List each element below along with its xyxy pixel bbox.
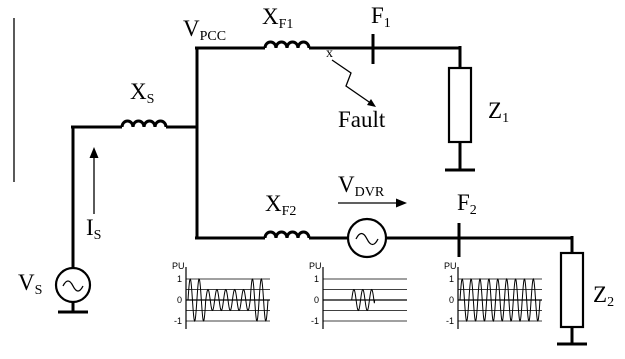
- label-v-pcc: VPCC: [183, 16, 226, 44]
- label-x-f2: XF2: [265, 191, 296, 219]
- fault-arrow: [331, 59, 376, 107]
- ac-source-dvr: [346, 217, 388, 259]
- inductor-xf1: [263, 40, 311, 49]
- waveform-trace: [459, 277, 541, 323]
- waveform-axis-label: PU: [172, 261, 185, 271]
- label-v-s: VS: [18, 270, 42, 298]
- waveform-tick-label: -1: [174, 316, 182, 326]
- load-z2: [559, 251, 585, 329]
- waveform-tick-label: 0: [449, 295, 454, 305]
- waveform-tick-label: 1: [449, 274, 454, 284]
- label-i-s: IS: [86, 215, 101, 243]
- label-x-s: XS: [130, 79, 154, 107]
- waveform-sag: PU 1 0 -1: [172, 261, 270, 329]
- waveform-dvr-injection: PU 1 0 -1: [309, 261, 407, 329]
- label-z1: Z1: [488, 98, 509, 126]
- waveform-tick-label: -1: [311, 316, 319, 326]
- voltage-arrow-vdvr: [338, 198, 407, 208]
- waveform-tick-label: 1: [314, 274, 319, 284]
- label-x-f1: XF1: [262, 4, 293, 32]
- waveform-axis-label: PU: [309, 261, 322, 271]
- label-v-dvr: VDVR: [338, 172, 385, 200]
- waveform-tick-label: -1: [446, 316, 454, 326]
- waveform-restored: PU 1 0 -1: [444, 261, 542, 329]
- waveform-tick-label: 0: [314, 295, 319, 305]
- waveform-trace: [187, 278, 269, 322]
- label-fault-mark: x: [326, 46, 333, 61]
- load-z1: [447, 66, 473, 144]
- waveform-trace: [325, 288, 405, 312]
- label-fault: Fault: [338, 107, 386, 132]
- current-arrow-is: [89, 147, 99, 214]
- ac-source-vs: [54, 266, 92, 304]
- label-f1: F1: [371, 3, 391, 31]
- inductor-xs: [120, 119, 168, 128]
- label-z2: Z2: [593, 282, 614, 310]
- inductor-xf2: [263, 230, 311, 239]
- waveform-tick-label: 1: [177, 274, 182, 284]
- circuit-wires: [71, 46, 574, 344]
- label-f2: F2: [457, 190, 477, 218]
- waveform-axis-label: PU: [444, 261, 457, 271]
- waveform-tick-label: 0: [177, 295, 182, 305]
